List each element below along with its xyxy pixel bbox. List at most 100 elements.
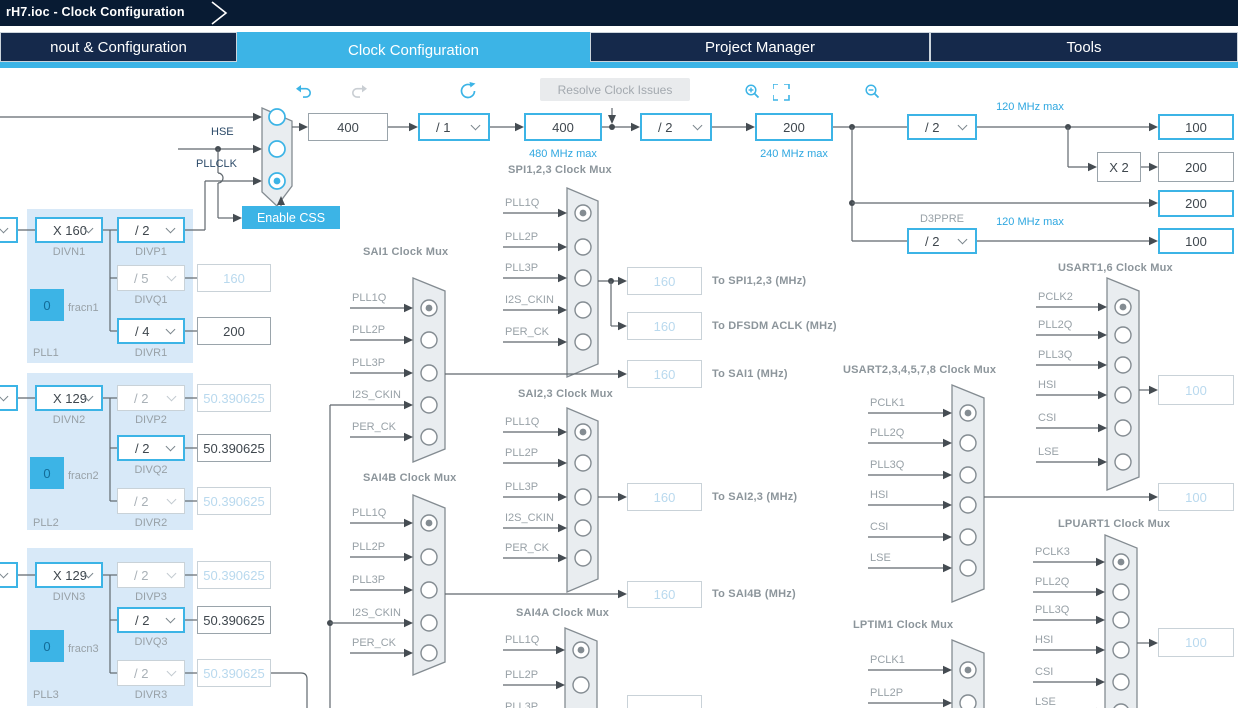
lpuart1-input-label: PLL2Q (1035, 576, 1070, 588)
divq2-out-box[interactable]: 50.390625 (197, 434, 271, 462)
div-divp1-dropdown[interactable]: / 2 (117, 217, 185, 243)
usart2345678_out-box[interactable]: 100 (1158, 483, 1234, 511)
mux-input-radio[interactable] (420, 428, 438, 446)
divn3-dropdown[interactable]: X 129 (35, 562, 103, 588)
mux-input-radio[interactable] (1112, 673, 1130, 691)
mux-input-radio[interactable] (572, 676, 590, 694)
divq3-out-box[interactable]: 50.390625 (197, 606, 271, 634)
mux-input-radio[interactable] (959, 528, 977, 546)
divm1-dropdown-partial[interactable] (0, 217, 18, 243)
mux-input-radio[interactable] (959, 496, 977, 514)
mux-input-radio[interactable] (1114, 326, 1132, 344)
mux-input-radio[interactable] (420, 581, 438, 599)
divr2-out-box[interactable]: 50.390625 (197, 487, 271, 515)
mux-input-radio[interactable] (268, 108, 286, 126)
div-divr2-dropdown[interactable]: / 2 (117, 488, 185, 514)
d3-apb-freq-box[interactable]: 100 (1158, 228, 1234, 254)
redo-icon[interactable] (352, 85, 370, 105)
to_sai1-box[interactable]: 160 (627, 360, 702, 388)
x2-multiplier-box[interactable]: X 2 (1097, 152, 1141, 182)
mux-input-radio[interactable] (959, 466, 977, 484)
zoom-in-icon[interactable] (745, 84, 762, 106)
div-divp3-dropdown[interactable]: / 2 (117, 562, 185, 588)
div-divq2-dropdown[interactable]: / 2 (117, 435, 185, 461)
div-divp2-dropdown[interactable]: / 2 (117, 385, 185, 411)
mux-input-radio[interactable] (420, 614, 438, 632)
core-freq-box[interactable]: 400 (524, 113, 602, 141)
divn2-dropdown[interactable]: X 129 (35, 385, 103, 411)
mux-input-radio[interactable] (959, 434, 977, 452)
mux-input-radio[interactable] (1112, 583, 1130, 601)
mux-input-radio[interactable] (1114, 386, 1132, 404)
mux-input-radio[interactable] (574, 519, 592, 537)
mux-input-radio[interactable] (574, 333, 592, 351)
usart16-input-label: HSI (1038, 379, 1057, 391)
divr1-out-box-value: 200 (223, 323, 245, 339)
fracn1-box[interactable]: 0 (30, 289, 64, 321)
mux-input-radio[interactable] (1113, 703, 1129, 708)
lpuart1_out-box[interactable]: 100 (1158, 628, 1234, 657)
tab-project-manager[interactable]: Project Manager (590, 32, 930, 62)
div-divq3-dropdown[interactable]: / 2 (117, 607, 185, 633)
to_sai23-box[interactable]: 160 (627, 483, 702, 511)
divp3-out-box[interactable]: 50.390625 (197, 561, 271, 589)
to_spi123-box[interactable]: 160 (627, 267, 702, 295)
divp2-out-box[interactable]: 50.390625 (197, 384, 271, 412)
usart16_out-box[interactable]: 100 (1158, 375, 1234, 405)
mux-input-radio[interactable] (420, 548, 438, 566)
div-divr1-dropdown[interactable]: / 4 (117, 318, 185, 344)
reset-zoom-icon[interactable] (460, 82, 479, 106)
mux-input-radio[interactable] (1114, 453, 1132, 471)
div-divq1-dropdown[interactable]: / 5 (117, 265, 185, 291)
to_dfsdm_aclk-box[interactable]: 160 (627, 312, 702, 340)
mux-input-radio[interactable] (574, 549, 592, 567)
mux-input-radio[interactable] (420, 644, 438, 662)
sys-freq-box[interactable]: 400 (308, 113, 388, 141)
resolve-clock-issues-button[interactable]: Resolve Clock Issues (540, 78, 690, 101)
axi-freq-box[interactable]: 200 (755, 113, 833, 141)
mux-input-radio[interactable] (420, 331, 438, 349)
undo-icon[interactable] (296, 85, 314, 105)
to_sai4b-box[interactable]: 160 (627, 581, 702, 608)
divr1-out-box[interactable]: 200 (197, 317, 271, 345)
fit-to-screen-icon[interactable] (772, 83, 791, 107)
mux-input-radio[interactable] (420, 364, 438, 382)
d1cpre-dropdown[interactable]: / 1 (418, 113, 490, 141)
fracn3-box[interactable]: 0 (30, 630, 64, 662)
tab-tools[interactable]: Tools (930, 32, 1238, 62)
sai4a_out_partial-box[interactable] (627, 695, 702, 708)
divr3-out-box[interactable]: 50.390625 (197, 659, 271, 687)
hpre-dropdown[interactable]: / 2 (640, 113, 712, 141)
divm3-dropdown-partial[interactable] (0, 562, 18, 588)
apb3-freq-box[interactable]: 100 (1158, 114, 1234, 140)
mux-input-radio[interactable] (574, 301, 592, 319)
mux-input-radio[interactable] (959, 559, 977, 577)
fracn2-box[interactable]: 0 (30, 457, 64, 489)
mux-input-radio[interactable] (420, 396, 438, 414)
div-divr3-dropdown[interactable]: / 2 (117, 660, 185, 686)
mux-input-radio[interactable] (574, 454, 592, 472)
mux-input-radio[interactable] (1114, 419, 1132, 437)
mux-input-radio[interactable] (1114, 356, 1132, 374)
sai23-input-label: I2S_CKIN (505, 512, 554, 524)
zoom-out-icon[interactable] (865, 84, 882, 106)
mux-input-radio[interactable] (268, 140, 286, 158)
d3ppre-dropdown[interactable]: / 2 (907, 228, 977, 254)
tab-clock-configuration[interactable]: Clock Configuration (237, 32, 590, 68)
sai4a-input-label: PLL1Q (505, 634, 540, 646)
divm2-dropdown-partial[interactable] (0, 385, 18, 411)
mux-input-radio[interactable] (1112, 611, 1130, 629)
apb3-presc-dropdown-value: / 2 (925, 119, 940, 135)
mux-input-radio[interactable] (1112, 641, 1130, 659)
divq1-out-box[interactable]: 160 (197, 264, 271, 292)
mux-input-radio[interactable] (574, 488, 592, 506)
ahb-freq-box[interactable]: 200 (1158, 190, 1234, 217)
enable-css-button[interactable]: Enable CSS (242, 206, 340, 229)
mux-input-radio[interactable] (574, 238, 592, 256)
divn1-dropdown[interactable]: X 160 (35, 217, 103, 243)
tab-nout-configuration[interactable]: nout & Configuration (0, 32, 237, 62)
mux-input-radio[interactable] (574, 269, 592, 287)
mux-input-radio[interactable] (959, 694, 977, 708)
timer-freq-box[interactable]: 200 (1158, 152, 1234, 182)
apb3-presc-dropdown[interactable]: / 2 (907, 114, 977, 140)
